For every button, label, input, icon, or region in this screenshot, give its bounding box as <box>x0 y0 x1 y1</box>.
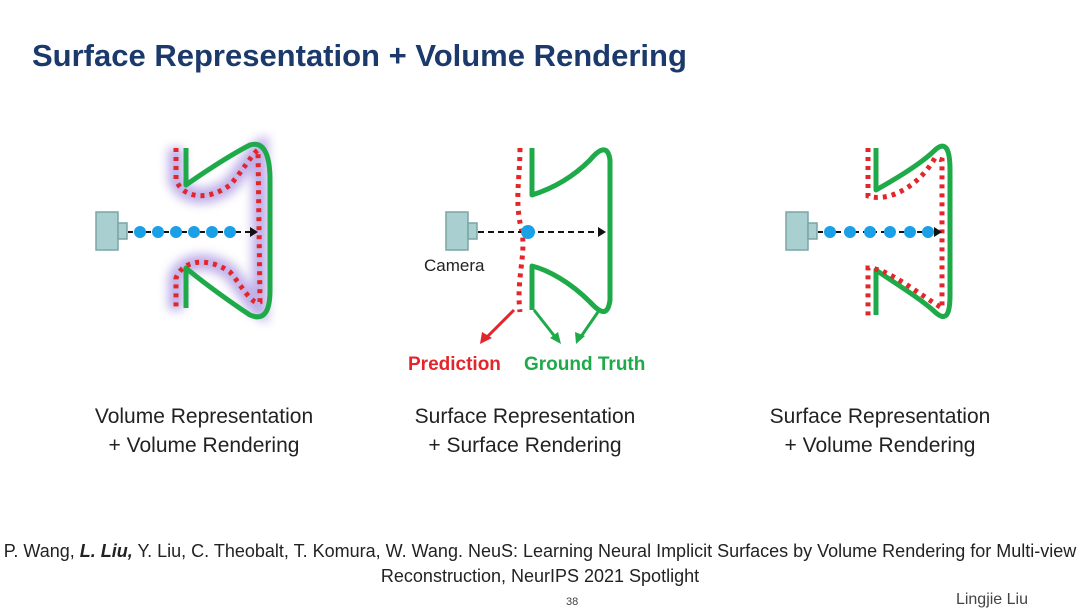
caption-surface-surface: Surface Representation + Surface Renderi… <box>355 402 695 460</box>
citation-line2: Volume Rendering for Multi-view Reconstr… <box>380 541 1077 586</box>
camera-lens <box>467 222 478 240</box>
surface-hit-point <box>521 225 535 239</box>
page-number: 38 <box>566 596 579 608</box>
citation-post: Y. Liu, C. Theobalt, T. Komura, W. Wang.… <box>132 541 813 561</box>
author-name: Lingjie Liu <box>955 591 1028 608</box>
ray-arrowhead <box>934 227 942 237</box>
figure-surface-surface <box>430 130 730 380</box>
diagram-surface-volume <box>785 143 953 319</box>
diagram-volume-volume <box>95 135 273 323</box>
caption-line2: + Surface Rendering <box>428 434 622 457</box>
ground-truth-label: Ground Truth <box>524 354 646 375</box>
caption-surface-volume: Surface Representation + Volume Renderin… <box>710 402 1050 460</box>
ray-samples <box>134 226 236 238</box>
gt-arrow-1 <box>532 309 558 339</box>
density-glow <box>168 135 268 323</box>
ground-truth-surface <box>529 147 613 314</box>
prediction-surface <box>865 148 945 318</box>
ground-truth-surface <box>183 141 273 320</box>
ground-truth-surface <box>873 143 953 319</box>
citation-highlight-author: L. Liu, <box>79 541 133 561</box>
citation: P. Wang, L. Liu, Y. Liu, C. Theobalt, T.… <box>0 539 1080 589</box>
camera-lens <box>807 222 818 240</box>
caption-line2: + Volume Rendering <box>108 434 300 457</box>
camera-icon <box>445 211 469 251</box>
prediction-arrowhead <box>480 332 492 344</box>
caption-line1: Volume Representation <box>94 405 314 428</box>
ray-samples <box>824 226 934 238</box>
camera-lens <box>117 222 128 240</box>
prediction-label: Prediction <box>408 354 501 375</box>
camera-icon <box>785 211 809 251</box>
camera-label: Camera <box>424 256 485 275</box>
citation-pre: P. Wang, <box>3 541 80 561</box>
caption-volume-volume: Volume Representation + Volume Rendering <box>34 402 374 460</box>
caption-line1: Surface Representation <box>414 405 636 428</box>
slide-title: Surface Representation + Volume Renderin… <box>32 38 687 73</box>
camera-icon <box>95 211 119 251</box>
gt-arrowhead-1 <box>550 332 561 344</box>
ray-arrowhead <box>250 227 258 237</box>
prediction-arrow <box>484 308 516 340</box>
gt-arrow-2 <box>578 311 600 339</box>
caption-line1: Surface Representation <box>769 405 991 428</box>
diagram-surface-surface <box>445 147 613 344</box>
figure-volume-volume <box>80 130 380 380</box>
prediction-surface <box>173 145 263 310</box>
gt-arrowhead-2 <box>575 332 585 344</box>
ray-arrowhead <box>598 227 606 237</box>
caption-line2: + Volume Rendering <box>784 434 976 457</box>
figure-surface-volume <box>770 130 1070 380</box>
